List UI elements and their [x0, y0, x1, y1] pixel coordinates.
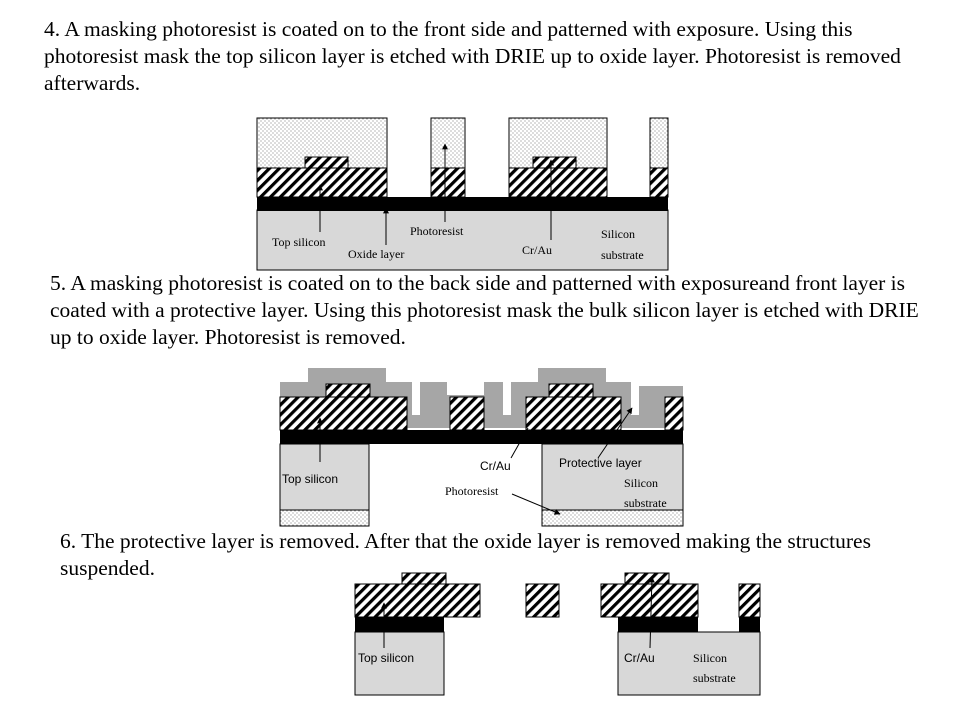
protective-layer-pointer [597, 407, 633, 459]
cr-au-pointer [648, 576, 655, 649]
backside-photoresist [541, 509, 684, 527]
top-silicon-block [430, 167, 466, 198]
top-silicon-block [354, 583, 481, 618]
top-silicon-block [664, 396, 684, 431]
cr-au-pad [548, 383, 594, 398]
silicon-substrate-label: substrate [601, 248, 644, 262]
backside-photoresist [279, 509, 370, 527]
silicon-substrate-label: Silicon [624, 476, 658, 490]
step-5-description: 5. A masking photoresist is coated on to… [50, 271, 919, 349]
top-silicon-block [279, 396, 408, 431]
top-silicon-block [256, 167, 388, 198]
top-silicon-block [525, 583, 560, 618]
silicon-substrate [541, 443, 684, 511]
top-silicon-block [508, 167, 608, 198]
cr-au-label: Cr/Au [480, 459, 511, 473]
oxide-layer [739, 617, 760, 632]
cr-au-pointer [510, 427, 529, 459]
oxide-layer-label: Oxide layer [348, 247, 404, 261]
oxide-layer [618, 617, 698, 632]
oxide-layer [280, 430, 683, 444]
top-silicon-label: Top silicon [282, 472, 338, 486]
oxide-layer [257, 197, 668, 211]
oxide-layer [355, 617, 444, 632]
top-silicon-label: Top silicon [358, 651, 414, 665]
silicon-substrate [256, 209, 669, 271]
photoresist-block [430, 117, 466, 169]
cr-au-pad [401, 572, 447, 585]
silicon-substrate-label: Silicon [693, 651, 727, 665]
protective-layer-label: Protective layer [559, 456, 642, 470]
cr-au-label: Cr/Au [522, 243, 552, 257]
top-silicon-block [738, 583, 761, 618]
step-6-description: 6. The protective layer is removed. Afte… [60, 529, 871, 580]
photoresist-block [649, 117, 669, 169]
silicon-substrate-label: substrate [624, 496, 667, 510]
step-6-diagram: Top silicon Cr/Au Silicon substrate [354, 572, 761, 696]
top-silicon-block [449, 396, 485, 431]
photoresist-label: Photoresist [410, 224, 464, 238]
silicon-substrate [354, 631, 445, 696]
cr-au-pad [304, 156, 349, 169]
silicon-substrate-label: substrate [693, 671, 736, 685]
silicon-substrate-label: Silicon [601, 227, 635, 241]
silicon-substrate [617, 631, 761, 696]
cr-au-pad [325, 383, 371, 398]
top-silicon-block [600, 583, 699, 618]
cr-au-pad [532, 156, 577, 169]
step-4-diagram: Top silicon Oxide layer Photoresist Cr/A… [256, 117, 669, 271]
top-silicon-label: Top silicon [272, 235, 326, 249]
photoresist-pointer [511, 493, 561, 515]
photoresist-label: Photoresist [445, 484, 499, 498]
step-4-description: 4. A masking photoresist is coated on to… [44, 17, 901, 95]
step-5-diagram: Top silicon Cr/Au Protective layer Photo… [279, 368, 684, 527]
top-silicon-block [525, 396, 622, 431]
cr-au-label: Cr/Au [624, 651, 655, 665]
cr-au-pad [624, 572, 670, 585]
top-silicon-block [649, 167, 669, 198]
